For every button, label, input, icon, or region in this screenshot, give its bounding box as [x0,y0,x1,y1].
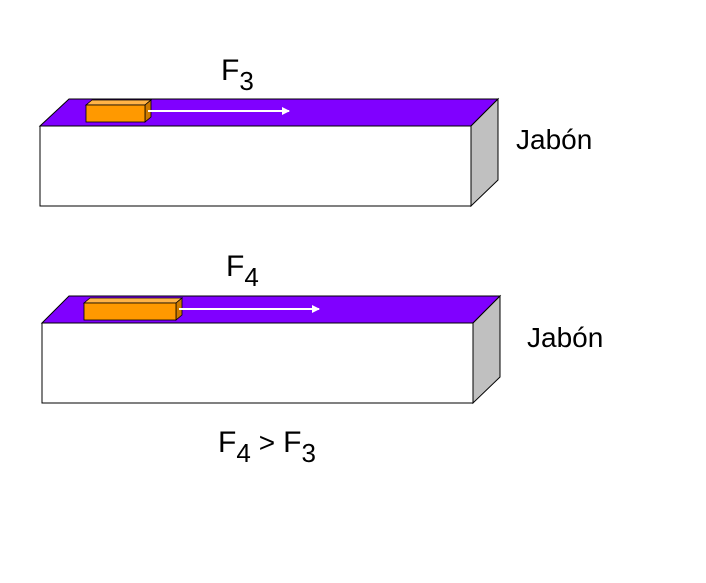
panel-1-force-label: F3 [221,54,254,96]
comparison-right-letter: F [283,426,301,459]
panel-2-force-letter: F [226,250,244,283]
panel-2-block-top [82,297,184,304]
panel-1-force-subscript: 3 [239,66,253,96]
panel-1: F3 Jabón [38,54,592,208]
panel-1-block-top [84,99,153,106]
force-comparison: F4>F3 [218,426,316,468]
panel-2-front-face [41,322,474,404]
panel-1-front-face [39,125,472,207]
comparison-operator: > [259,427,275,458]
comparison-right-subscript: 3 [301,438,315,468]
comparison-left-letter: F [218,426,236,459]
panel-2-surface-label: Jabón [527,322,603,353]
panel-1-surface-label: Jabón [516,124,592,155]
panel-2-block [83,302,177,321]
panel-1-block [85,104,146,123]
panel-2-force-label: F4 [226,250,259,292]
comparison-left-subscript: 4 [236,438,250,468]
panel-2: F4 Jabón [40,250,603,405]
panel-1-force-letter: F [221,54,239,87]
panel-2-force-subscript: 4 [244,262,258,292]
